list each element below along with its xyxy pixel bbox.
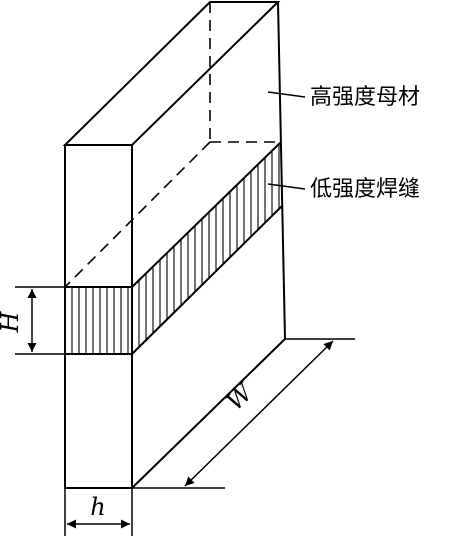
label-base-material: 高强度母材 [310,85,420,110]
leader-base-material [267,91,306,98]
dim-width-line [184,340,334,487]
dim-width-label: W [221,377,260,416]
front-face [64,144,133,489]
label-weld: 低强度焊缝 [310,177,420,202]
top-face [62,1,281,146]
dim-weld-height-label: H [0,310,24,333]
hidden-back-edge [64,141,211,288]
leader-weld [267,183,306,190]
weld-hatching [71,143,280,354]
dim-thickness-label: h [90,493,105,521]
weld-side-bottom [131,205,283,355]
weld-side-top [131,141,282,288]
